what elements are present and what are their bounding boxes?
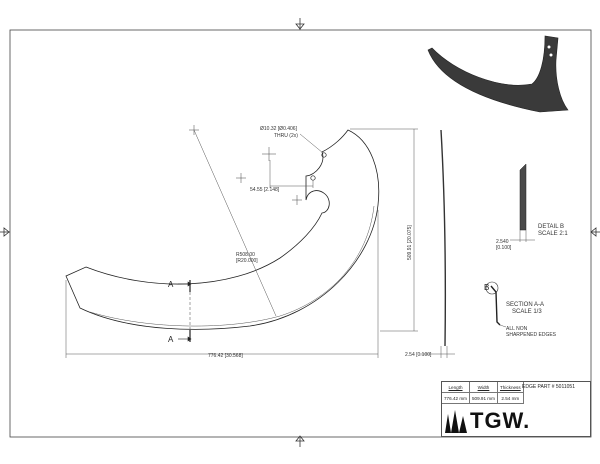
length-dim: 776.42 [30.568] <box>208 353 243 359</box>
company-logo: TGW. <box>444 406 529 436</box>
section-a-top-label: A <box>168 280 174 289</box>
height-dim: 509.91 [20.075] <box>407 225 413 260</box>
hole-dim: Ø10.32 [Ø0.406] <box>260 126 298 132</box>
width-header: Width <box>469 382 498 393</box>
section-a-bottom-label: A <box>168 335 174 344</box>
note-line1: ALL NON <box>506 326 528 332</box>
note-line2: SHARPENED EDGES <box>506 332 557 338</box>
edge-view: 2.54 [0.100] <box>405 129 455 358</box>
mounting-hole-icon <box>321 152 327 158</box>
hole-spacing-dim: 54.55 [2.148] <box>250 187 280 193</box>
hole-thru: THRU (2x) <box>274 133 298 139</box>
logo-mark-icon <box>445 410 467 433</box>
section-aa: B SECTION A-A SCALE 1/3 ALL NON SHARPENE… <box>484 281 557 338</box>
blade-outline <box>65 129 380 330</box>
iso-hole-icon <box>549 53 553 57</box>
detail-thickness-dim: 2.540 <box>496 239 509 245</box>
isometric-view <box>427 35 569 113</box>
detail-b-circle-icon <box>485 281 499 295</box>
radius-dim-in: [R20.000] <box>236 258 258 264</box>
thickness-value: 2.54 mm <box>497 392 524 404</box>
thickness-dim: 2.54 [0.100] <box>405 352 432 358</box>
main-view: R508.00 [R20.000] Ø10.32 [Ø0.406] THRU (… <box>65 125 418 359</box>
part-number-label: EDGE PART # 5011051 <box>522 384 575 390</box>
detail-b: 2.540 [0.100] DETAIL B SCALE 2:1 <box>496 163 568 251</box>
title-block-table: Length Width Thickness 776.42 mm 509.91 … <box>442 382 524 404</box>
iso-hole-icon <box>547 45 551 49</box>
logo-text: TGW. <box>470 408 531 433</box>
detail-thickness-dim-in: [0.100] <box>496 245 512 251</box>
width-value: 509.91 mm <box>469 392 498 404</box>
radius-dim: R508.00 <box>236 252 255 258</box>
detail-b-scale: SCALE 2:1 <box>538 231 568 237</box>
bevel-line <box>89 205 375 327</box>
length-header: Length <box>442 382 470 393</box>
section-aa-scale: SCALE 1/3 <box>512 309 542 315</box>
center-marks <box>0 18 600 447</box>
detail-b-title: DETAIL B <box>538 224 564 230</box>
section-aa-title: SECTION A-A <box>506 302 544 308</box>
title-block: Length Width Thickness 776.42 mm 509.91 … <box>441 381 591 437</box>
section-b-label: B <box>484 283 489 292</box>
thickness-header: Thickness <box>497 382 524 393</box>
length-value: 776.42 mm <box>442 392 470 404</box>
